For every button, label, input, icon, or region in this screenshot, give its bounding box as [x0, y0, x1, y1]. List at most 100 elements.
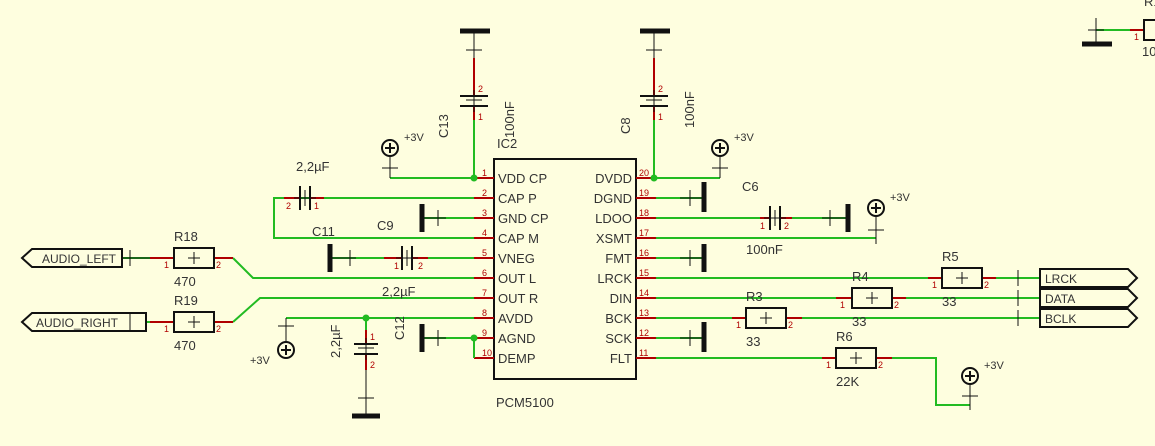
svg-text:1: 1 — [164, 324, 169, 334]
svg-text:2: 2 — [216, 324, 221, 334]
port-data-label: DATA — [1045, 292, 1075, 306]
capacitor-c11: 2 1 2,2µF C11 — [284, 159, 335, 239]
r4-value-label: 33 — [852, 314, 866, 329]
ic2-ref-label: IC2 — [497, 136, 517, 151]
ic2-pin-number: 3 — [482, 208, 487, 218]
ic2-pin-name: FMT — [605, 251, 632, 266]
svg-text:2: 2 — [478, 84, 483, 94]
ic2-body — [493, 158, 637, 380]
junction-agnd — [470, 334, 478, 342]
svg-text:2: 2 — [784, 221, 789, 231]
svg-text:1: 1 — [826, 360, 831, 370]
ic2-pin-name: DVDD — [595, 171, 632, 186]
supply-3v-label-2: +3V — [734, 132, 755, 144]
r19-ref-label: R19 — [174, 293, 198, 308]
supply-3v-1: +3V — [381, 132, 425, 178]
c13-ref-label: C13 — [436, 114, 451, 138]
ic2-pin-name: SCK — [605, 331, 632, 346]
svg-text:1: 1 — [370, 332, 375, 342]
junction-dvdd — [650, 174, 658, 182]
port-audio-right: AUDIO_RIGHT — [20, 312, 147, 332]
ic2-pin-number: 2 — [482, 188, 487, 198]
ic2-pin-name: AVDD — [498, 311, 533, 326]
supply-3v-3: +3V — [867, 192, 911, 244]
r4-ref-label: R4 — [852, 269, 869, 284]
r6-value-label: 22K — [836, 374, 859, 389]
wire-outl — [232, 257, 474, 279]
ic2-right-pins: 20DVDD19DGND18LDOO17XSMT16FMT15LRCK14DIN… — [594, 168, 656, 366]
ic2-pin-number: 1 — [482, 168, 487, 178]
svg-text:2: 2 — [370, 360, 375, 370]
ic2-pin-name: DGND — [594, 191, 632, 206]
ic2-pin-number: 9 — [482, 328, 487, 338]
ic2-pin-number: 15 — [639, 268, 649, 278]
svg-text:2: 2 — [286, 201, 291, 211]
supply-3v-label-1: +3V — [404, 132, 425, 144]
c11-ref-label: C11 — [312, 224, 335, 239]
ic2-pin-number: 12 — [639, 328, 649, 338]
wire-flt-supply — [892, 357, 970, 406]
port-audio-left: AUDIO_LEFT — [20, 248, 150, 268]
supply-3v-label-3: +3V — [890, 192, 911, 204]
svg-text:2: 2 — [216, 260, 221, 270]
svg-text:1: 1 — [478, 112, 483, 122]
ic2-pin-name: CAP P — [498, 191, 537, 206]
ground-symbols — [327, 18, 1112, 419]
resistor-r1: 1 R1 10 — [1130, 0, 1155, 59]
svg-text:1: 1 — [760, 221, 765, 231]
wire-outr — [232, 297, 474, 323]
svg-text:1: 1 — [314, 201, 319, 211]
port-lrck: LRCK — [1017, 268, 1139, 288]
ic2-pin-number: 18 — [639, 208, 649, 218]
svg-text:2: 2 — [418, 261, 423, 271]
c6-ref-label: C6 — [742, 179, 759, 194]
port-bclk-label: BCLK — [1045, 312, 1076, 326]
ic2-pin-name: VDD CP — [498, 171, 547, 186]
ic2-pin-number: 7 — [482, 288, 487, 298]
ic2-pin-number: 16 — [639, 248, 649, 258]
c6-value-label: 100nF — [746, 242, 783, 257]
ic2-pin-name: DIN — [610, 291, 632, 306]
svg-text:1: 1 — [736, 320, 741, 330]
ic2-pin-name: CAP M — [498, 231, 539, 246]
c11-value-label: 2,2µF — [296, 159, 330, 174]
r1-ref-label: R1 — [1144, 0, 1155, 9]
ic2-pin-name: VNEG — [498, 251, 535, 266]
junction-vddcp — [470, 174, 478, 182]
ic2-pin-number: 13 — [639, 308, 649, 318]
ic2-pin-name: GND CP — [498, 211, 549, 226]
r19-value-label: 470 — [174, 338, 196, 353]
svg-text:2: 2 — [658, 84, 663, 94]
capacitor-c8: 21 C8 100nF — [618, 58, 697, 134]
junction-avdd — [362, 314, 370, 322]
ic2-pin-number: 11 — [639, 348, 648, 358]
supply-3v-label-4: +3V — [250, 355, 271, 367]
c8-value-label: 100nF — [682, 91, 697, 128]
r18-ref-label: R18 — [174, 229, 198, 244]
svg-text:1: 1 — [932, 280, 937, 290]
supply-3v-2: +3V — [711, 132, 755, 178]
port-data: DATA — [1017, 288, 1139, 308]
ic2-pin-name: XSMT — [596, 231, 632, 246]
r5-ref-label: R5 — [942, 249, 959, 264]
svg-text:1: 1 — [394, 261, 399, 271]
ic2-pin-name: FLT — [610, 351, 632, 366]
svg-text:1: 1 — [840, 300, 845, 310]
svg-text:2: 2 — [788, 320, 793, 330]
r18-value-label: 470 — [174, 274, 196, 289]
r6-ref-label: R6 — [836, 329, 853, 344]
ic2-pin-number: 17 — [639, 228, 649, 238]
ic2-pin-name: AGND — [498, 331, 536, 346]
svg-text:2: 2 — [984, 280, 989, 290]
c13-value-label: 100nF — [502, 101, 517, 138]
ic2-pin-number: 20 — [639, 168, 649, 178]
ic2-pin-name: LDOO — [595, 211, 632, 226]
supply-3v-4: +3V — [250, 318, 295, 367]
ic2-pin-number: 4 — [482, 228, 487, 238]
r1-value-label: 10 — [1142, 44, 1155, 59]
c12-ref-label: C12 — [392, 316, 407, 340]
